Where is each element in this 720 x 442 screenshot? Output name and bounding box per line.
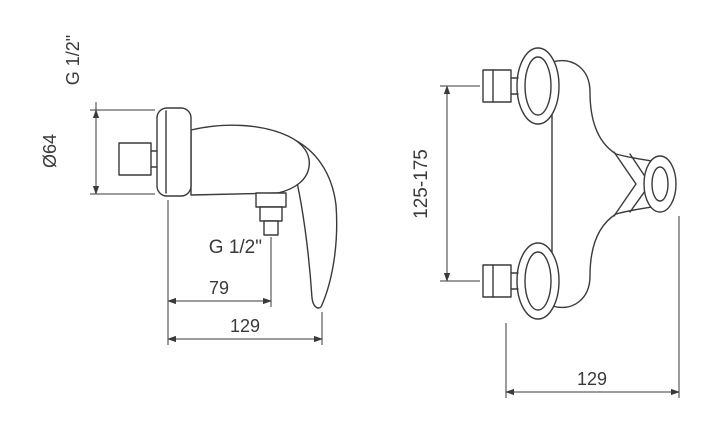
dimension-flange-diameter: Ø64: [40, 102, 155, 195]
side-view: Ø64 G 1/2" G 1/2" 79 129: [40, 35, 338, 345]
outlet-nut: [259, 206, 283, 222]
dimension-overall-depth: 129: [167, 312, 323, 345]
dim-label-flange-diameter: Ø64: [40, 134, 60, 168]
front-body: [551, 60, 659, 308]
dim-label-mount-distance: 125-175: [411, 149, 432, 219]
inlet-connector: [118, 142, 158, 176]
escutcheon-bottom: [516, 242, 560, 320]
outlet-collar: [255, 192, 287, 208]
dim-label-inlet-thread: G 1/2": [63, 35, 83, 85]
dimension-outlet-offset: 79: [167, 200, 272, 345]
wall-flange: [156, 107, 192, 197]
valve-body: [190, 124, 310, 196]
flange-outline: [156, 107, 192, 197]
spout-aerator: [651, 166, 669, 202]
dim-label-overall-depth: 129: [230, 316, 260, 336]
union-nut-bottom: [482, 264, 512, 298]
front-view: 125-175 129: [411, 47, 680, 398]
spout-opening: [643, 155, 677, 213]
dim-label-outlet-offset: 79: [209, 278, 229, 298]
union-nut-top: [482, 69, 512, 103]
dim-label-overall-width: 129: [577, 369, 607, 389]
wall-union-top: [482, 47, 560, 125]
spout: [643, 155, 677, 213]
escutcheon-top: [516, 47, 560, 125]
wall-union-bottom: [482, 242, 560, 320]
outlet-connector: [255, 192, 287, 236]
inlet-square: [118, 142, 152, 176]
outlet-thread: [263, 220, 279, 236]
dim-label-outlet-thread: G 1/2": [209, 237, 262, 258]
dimension-mount-distance: 125-175: [411, 85, 480, 282]
dimension-overall-width: 129: [505, 216, 680, 398]
